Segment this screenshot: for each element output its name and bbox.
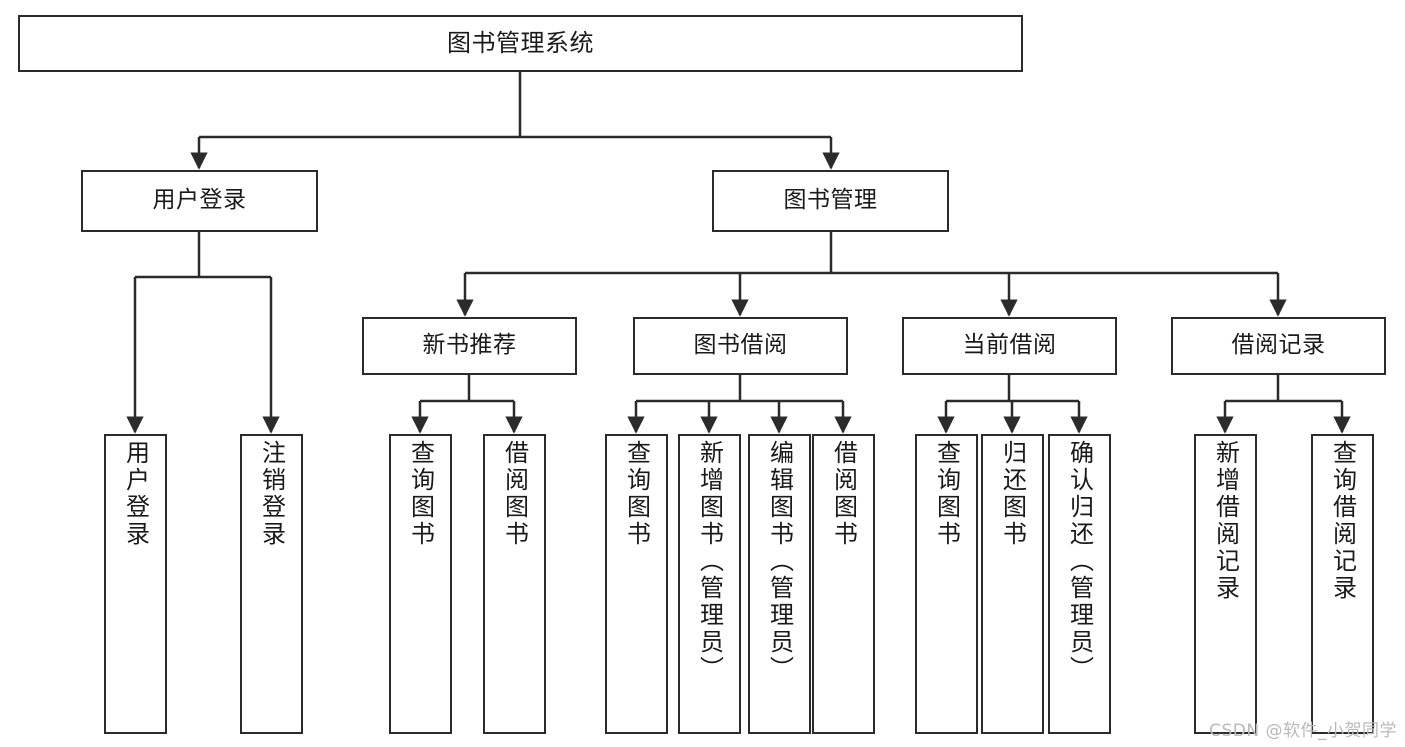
leaf-add-record[interactable]: 新增借阅记录 [1194,434,1257,734]
node-new-book-recommend-label: 新书推荐 [422,332,517,359]
watermark: CSDN @软件_小贺同学 [1209,721,1397,741]
node-book-borrow[interactable]: 图书借阅 [633,317,848,375]
node-current-borrow-label: 当前借阅 [962,332,1057,359]
leaf-query-book-3[interactable]: 查询图书 [915,434,978,734]
node-book-borrow-label: 图书借阅 [693,332,788,359]
node-user-login-label: 用户登录 [152,187,247,214]
leaf-edit-book-label: 编辑图书（管理员） [765,440,794,683]
leaf-query-book-2[interactable]: 查询图书 [605,434,668,734]
node-user-login[interactable]: 用户登录 [81,170,318,232]
leaf-user-login-label: 用户登录 [121,440,150,548]
leaf-query-book-1-label: 查询图书 [406,440,435,548]
leaf-confirm-return-label: 确认归还（管理员） [1065,440,1094,683]
leaf-query-book-1[interactable]: 查询图书 [389,434,452,734]
leaf-add-book[interactable]: 新增图书（管理员） [678,434,741,734]
leaf-edit-book[interactable]: 编辑图书（管理员） [748,434,811,734]
leaf-return-book[interactable]: 归还图书 [981,434,1044,734]
leaf-return-book-label: 归还图书 [998,440,1027,548]
leaf-add-book-label: 新增图书（管理员） [695,440,724,683]
leaf-user-login[interactable]: 用户登录 [104,434,167,734]
leaf-borrow-book-1-label: 借阅图书 [500,440,529,548]
node-borrow-record[interactable]: 借阅记录 [1171,317,1386,375]
node-root[interactable]: 图书管理系统 [18,15,1023,72]
leaf-query-record[interactable]: 查询借阅记录 [1311,434,1374,734]
leaf-add-record-label: 新增借阅记录 [1211,440,1240,602]
node-root-label: 图书管理系统 [447,29,594,58]
node-borrow-record-label: 借阅记录 [1231,332,1326,359]
node-new-book-recommend[interactable]: 新书推荐 [362,317,577,375]
leaf-logout[interactable]: 注销登录 [240,434,303,734]
leaf-borrow-book-2[interactable]: 借阅图书 [812,434,875,734]
leaf-logout-label: 注销登录 [257,440,286,548]
leaf-query-record-label: 查询借阅记录 [1328,440,1357,602]
node-current-borrow[interactable]: 当前借阅 [902,317,1117,375]
leaf-query-book-2-label: 查询图书 [622,440,651,548]
node-book-manage-label: 图书管理 [783,187,878,214]
leaf-confirm-return[interactable]: 确认归还（管理员） [1048,434,1111,734]
leaf-borrow-book-2-label: 借阅图书 [829,440,858,548]
leaf-query-book-3-label: 查询图书 [932,440,961,548]
leaf-borrow-book-1[interactable]: 借阅图书 [483,434,546,734]
node-book-manage[interactable]: 图书管理 [712,170,949,232]
